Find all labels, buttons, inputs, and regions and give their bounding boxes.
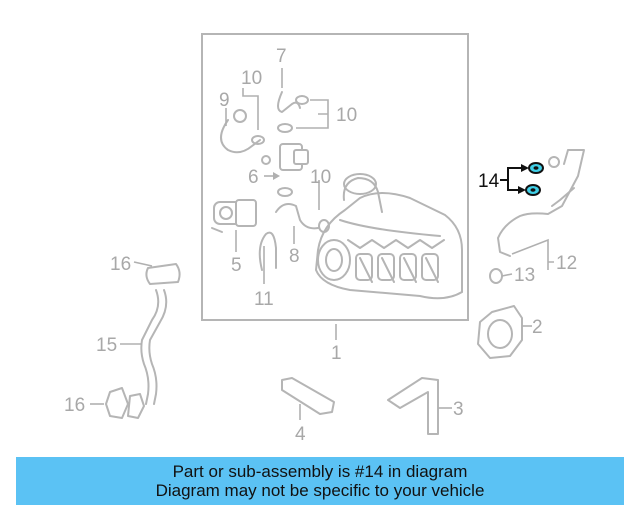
callout-16-a: 16 (110, 254, 131, 275)
part-10-clamp-b (295, 95, 309, 105)
callout-9: 9 (219, 90, 230, 111)
part-4-bracket (281, 377, 335, 415)
callout-3: 3 (453, 399, 464, 420)
part-14-washers (525, 162, 544, 196)
part-8-hose (275, 203, 319, 230)
part-11-hose (258, 231, 277, 271)
info-banner: Part or sub-assembly is #14 in diagram D… (16, 457, 624, 505)
callout-12: 12 (556, 253, 577, 274)
part-10-clamp-a (251, 135, 265, 145)
part-3-bracket (387, 377, 439, 435)
part-13-washer (489, 268, 503, 284)
part-10-clamp-e (318, 219, 330, 233)
callout-8: 8 (289, 246, 300, 267)
assembly-frame (201, 33, 469, 321)
part-9-clamp (233, 109, 247, 123)
callout-6: 6 (248, 167, 259, 188)
part-16-gasket-bottom (105, 387, 129, 419)
callout-5: 5 (231, 255, 242, 276)
banner-line-2: Diagram may not be specific to your vehi… (155, 481, 485, 500)
callout-2: 2 (532, 317, 543, 338)
part-2-gasket (477, 305, 523, 359)
callout-10-b: 10 (336, 105, 357, 126)
turbocharger-assembly (314, 173, 463, 300)
callout-11: 11 (254, 289, 274, 310)
callout-10-c: 10 (310, 167, 331, 188)
part-5-actuator (211, 199, 257, 233)
callout-14: 14 (478, 171, 500, 192)
callout-7: 7 (276, 46, 287, 67)
callout-16-b: 16 (64, 395, 85, 416)
callout-13: 13 (514, 265, 535, 286)
part-15-flange (127, 393, 145, 419)
part-10-clamp-c (277, 123, 293, 133)
part-16-gasket-top (145, 263, 181, 285)
callout-4: 4 (295, 424, 306, 445)
callout-10-a: 10 (241, 68, 262, 89)
part-10-clamp-d (277, 187, 293, 197)
callout-15: 15 (96, 335, 117, 356)
part-6-valve (261, 143, 309, 171)
banner-line-1: Part or sub-assembly is #14 in diagram (172, 462, 468, 481)
part-12-oil-line (497, 149, 585, 257)
part-15-pipe (140, 289, 160, 405)
part-9-hose (220, 119, 261, 154)
callout-1: 1 (331, 343, 342, 364)
